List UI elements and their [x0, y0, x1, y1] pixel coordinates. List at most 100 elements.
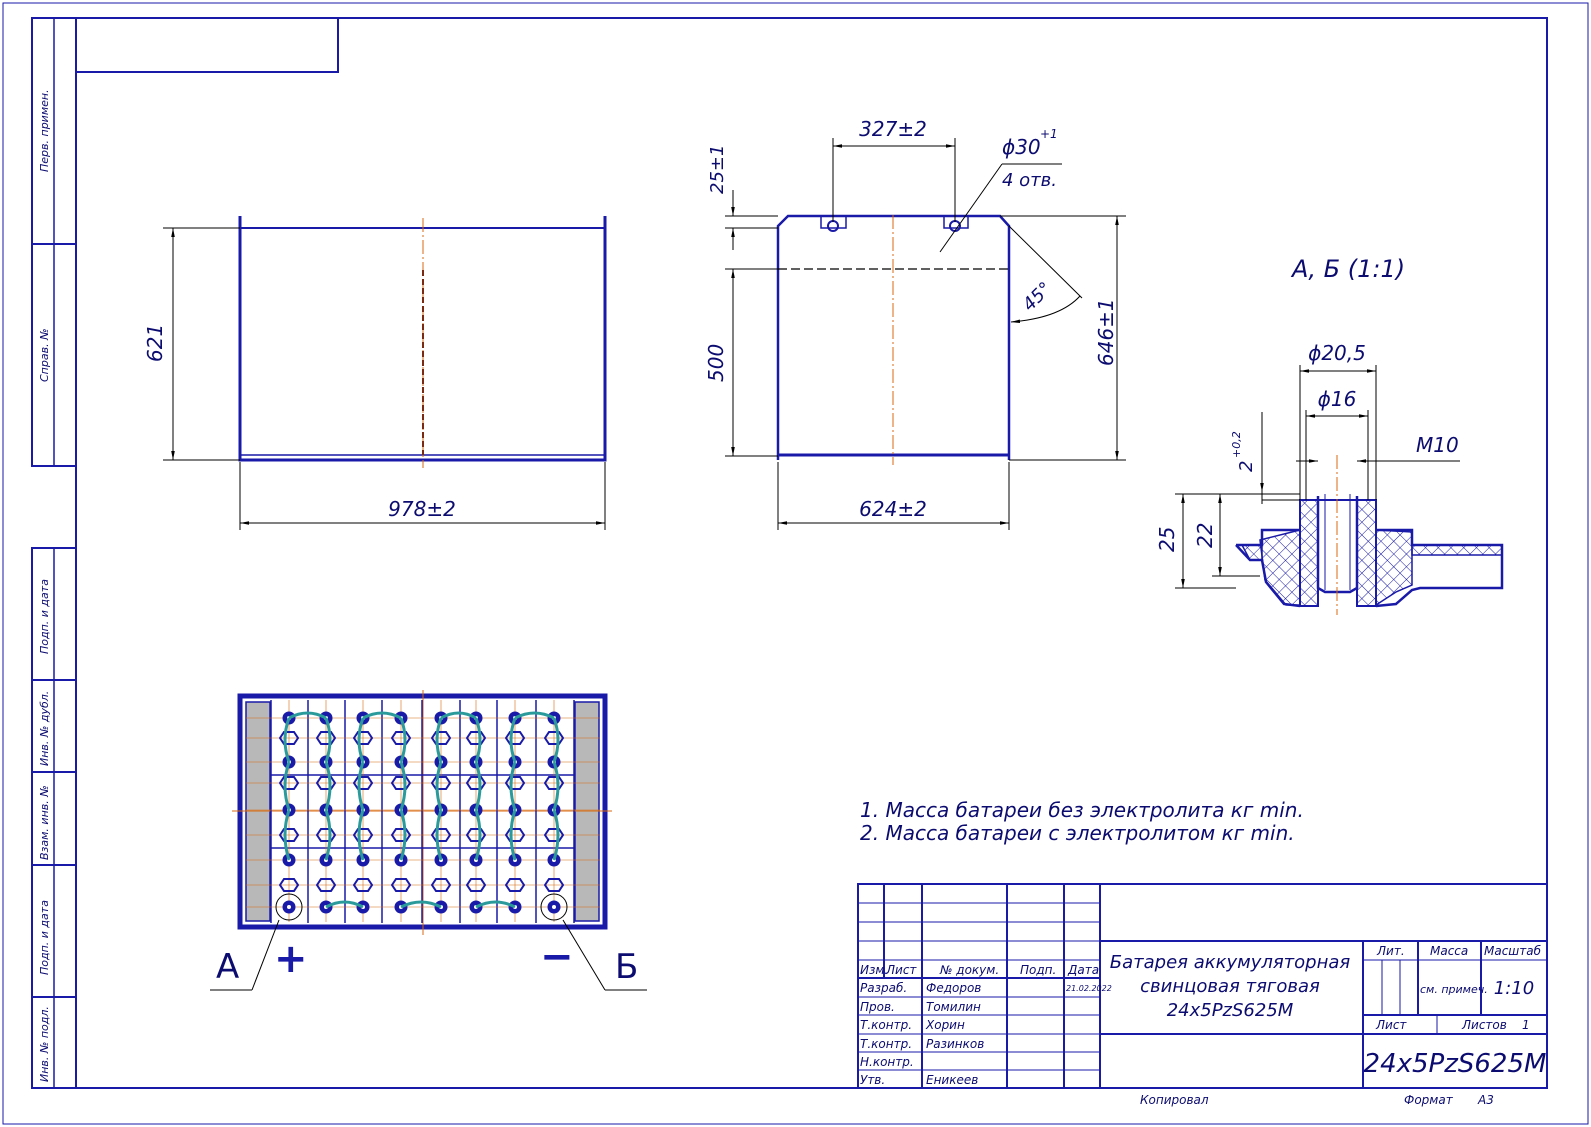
cells-layer — [246, 700, 600, 923]
intercell-connector — [325, 900, 364, 909]
intercell-connector — [357, 761, 365, 811]
vent-plug — [465, 878, 487, 892]
dim-hole-count: 4 отв. — [1002, 170, 1057, 191]
margin-label-perv: Перв. примен. — [38, 89, 51, 172]
left-margin-upper — [31, 17, 77, 467]
tb-name-0: Федоров — [926, 981, 981, 995]
intercell-connector — [440, 711, 477, 720]
dim-front-mid: 500 — [704, 344, 728, 382]
front-view — [725, 138, 1126, 530]
tb-copied: Копировал — [1140, 1093, 1209, 1107]
intercell-connector — [324, 717, 332, 763]
vent-plug — [315, 878, 337, 892]
intercell-connector — [435, 809, 443, 861]
callout-minus: − — [540, 934, 574, 980]
tb-title-3: 24x5PzS625M — [1167, 1000, 1294, 1021]
tb-role-2: Т.контр. — [860, 1018, 912, 1032]
side-view — [163, 216, 607, 530]
top-view — [210, 690, 647, 991]
intercell-connector — [474, 717, 482, 763]
tb-role-5: Утв. — [860, 1073, 885, 1087]
vent-plug — [390, 878, 412, 892]
margin-label-podp-2: Подп. и дата — [38, 900, 51, 975]
intercell-connector — [324, 761, 332, 811]
tb-hdr-doc: № докум. — [939, 963, 999, 977]
tb-name-2: Хорин — [925, 1018, 965, 1032]
terminal-hole — [287, 905, 291, 909]
intercell-connector — [399, 761, 407, 811]
tb-name-1: Томилин — [926, 1000, 981, 1014]
vent-plug — [543, 828, 565, 842]
dim-detail-inner: ϕ16 — [1318, 387, 1357, 411]
vent-plug — [465, 776, 487, 790]
intercell-connector — [509, 717, 517, 763]
tb-sheets: Листов — [1461, 1018, 1507, 1032]
vent-plug — [543, 776, 565, 790]
note-1: 1. Масса батареи без электролита кг min. — [860, 798, 1304, 822]
vent-plug — [465, 828, 487, 842]
margin-label-inv-dubl: Инв. № дубл. — [38, 691, 51, 766]
dim-angle: 45° — [1019, 278, 1056, 315]
tb-hdr-date: Дата — [1067, 963, 1099, 977]
vent-plug — [390, 828, 412, 842]
dim-hole-dia: ϕ30 — [1002, 135, 1041, 159]
top-left-box — [75, 17, 339, 73]
dim-detail-gap-tol: +0,2 — [1230, 431, 1243, 458]
dim-detail-h1: 25 — [1155, 527, 1179, 552]
intercell-connector — [357, 809, 365, 861]
tb-massa-value: см. примеч. — [1420, 983, 1488, 996]
intercell-connector — [552, 761, 560, 811]
callout-a: А — [216, 947, 239, 987]
vent-plug — [390, 776, 412, 790]
tb-scale-value: 1:10 — [1494, 978, 1534, 999]
dim-front-spacing: 327±2 — [859, 117, 927, 141]
dim-detail-outer: ϕ20,5 — [1308, 341, 1366, 365]
dim-front-top: 25±1 — [707, 145, 728, 194]
tb-name-3: Разинков — [926, 1037, 984, 1051]
margin-label-podp-1: Подп. и дата — [38, 579, 51, 654]
tb-role-4: Н.контр. — [860, 1055, 914, 1069]
dim-side-height: 621 — [143, 324, 167, 362]
tb-hdr-podp: Подп. — [1020, 963, 1056, 977]
left-margin-lower — [31, 547, 77, 1089]
dim-front-width: 624±2 — [859, 497, 927, 521]
detail-section — [1175, 365, 1504, 615]
tb-lit: Лит. — [1376, 944, 1405, 958]
intercell-connector — [399, 717, 407, 763]
intercell-connector — [283, 717, 291, 763]
tb-role-3: Т.контр. — [860, 1037, 912, 1051]
tb-masshtab: Масштаб — [1484, 944, 1542, 958]
vent-plug — [465, 731, 487, 745]
intercell-connector — [357, 717, 365, 763]
intercell-connector — [399, 809, 407, 861]
intercell-connector — [509, 809, 517, 861]
vent-plug — [543, 731, 565, 745]
tb-title-2: свинцовая тяговая — [1140, 976, 1320, 997]
intercell-connector — [509, 761, 517, 811]
tb-sheets-value: 1 — [1522, 1018, 1530, 1032]
tb-title-1: Батарея аккумуляторная — [1110, 952, 1351, 973]
dim-front-total: 646±1 — [1094, 298, 1118, 366]
vent-plug — [315, 776, 337, 790]
detail-title: А, Б (1:1) — [1290, 255, 1405, 283]
vent-plug — [278, 878, 300, 892]
intercell-connector — [435, 761, 443, 811]
note-2: 2. Масса батареи с электролитом кг min. — [860, 821, 1295, 845]
vent-plug — [390, 731, 412, 745]
vent-plug — [352, 878, 374, 892]
intercell-connector — [362, 711, 402, 720]
tb-format-value: A3 — [1477, 1093, 1494, 1107]
vent-plug — [315, 731, 337, 745]
intercell-connector — [283, 761, 291, 811]
intercell-connector — [435, 717, 443, 763]
intercell-connector — [288, 711, 327, 720]
tb-hdr-list: Лист — [885, 963, 917, 977]
dim-detail-thread: M10 — [1416, 433, 1459, 457]
intercell-connector — [552, 717, 560, 763]
callout-b: Б — [615, 947, 638, 987]
intercell-connector — [552, 809, 560, 861]
tb-date-0: 21.02.2022 — [1066, 984, 1112, 993]
intercell-connector — [474, 761, 482, 811]
intercell-connector — [324, 809, 332, 861]
margin-label-vzam: Взам. инв. № — [38, 785, 51, 860]
